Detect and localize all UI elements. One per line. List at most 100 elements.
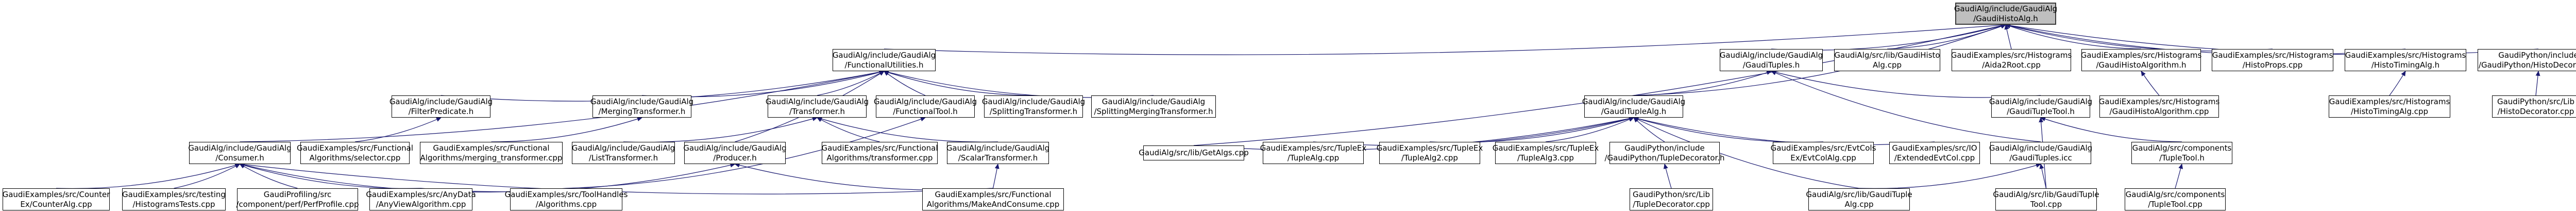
node-label-line: /Consumer.h <box>215 153 264 163</box>
node-label-line: GaudiAlg/src/components <box>2132 143 2232 153</box>
graph-node-producer-h[interactable]: GaudiAlg/include/GaudiAlg/Producer.h <box>683 142 787 164</box>
include-edge-gauditupletool-cpp-to-gaudituples-icc <box>2039 164 2047 189</box>
node-label-line: GaudiExamples/src/TupleEx <box>1492 143 1599 153</box>
node-label-line: GaudiAlg/include/GaudiAlg <box>1989 143 2093 153</box>
graph-node-splittingmergingtransformer-h[interactable]: GaudiAlg/include/GaudiAlg/SplittingMergi… <box>1091 95 1216 118</box>
include-edge-splittingmergingtransformer-h-to-functional-utilities-h <box>884 70 1154 98</box>
graph-node-gaudituplealg-h[interactable]: GaudiAlg/include/GaudiAlg/GaudiTupleAlg.… <box>1582 95 1686 118</box>
node-label-line: /TupleAlg3.cpp <box>1517 153 1574 163</box>
graph-node-toolhandles-algorithms-cpp[interactable]: GaudiExamples/src/ToolHandles/Algorithms… <box>505 188 628 210</box>
include-edge-tupletool-h-to-gauditupletool-h <box>2040 117 2182 142</box>
graph-node-scalartransformer-h[interactable]: GaudiAlg/include/GaudiAlg/ScalarTransfor… <box>946 142 1049 164</box>
graph-node-consumer-h[interactable]: GaudiAlg/include/GaudiAlg/Consumer.h <box>188 142 292 164</box>
node-label-line: GaudiAlg/include/GaudiAlg <box>1582 96 1686 106</box>
node-label-line: /Algorithms.cpp <box>535 199 597 209</box>
node-label-line: GaudiExamples/src/IO <box>1892 143 1977 153</box>
graph-node-perfprofile-cpp[interactable]: GaudiProfiling/src/component/perf/PerfPr… <box>236 188 359 210</box>
graph-node-listtransformer-h[interactable]: GaudiAlg/include/GaudiAlg/ListTransforme… <box>572 142 675 164</box>
graph-node-anyviewalgorithm-cpp[interactable]: GaudiExamples/src/AnyData/AnyViewAlgorit… <box>366 188 476 210</box>
node-label-line: /GaudiTuples.h <box>1742 60 1800 70</box>
node-label-line: GaudiExamples/src/Functional <box>935 189 1052 199</box>
graph-node-gauditupletool-h[interactable]: GaudiAlg/include/GaudiAlg/GaudiTupleTool… <box>1989 95 2092 118</box>
graph-node-mergingtransformer-h[interactable]: GaudiAlg/include/GaudiAlg/MergingTransfo… <box>590 95 693 118</box>
node-label-line: /AnyViewAlgorithm.cpp <box>376 199 466 209</box>
node-label-line: GaudiPython/src/Lib <box>1632 189 1710 199</box>
node-label-line: GaudiExamples/src/Histograms <box>2329 96 2450 106</box>
graph-node-tuplealg2-cpp[interactable]: GaudiExamples/src/TupleEx/TupleAlg2.cpp <box>1376 142 1483 164</box>
include-edge-tuplealg-cpp-to-gaudituplealg-h <box>1313 116 1634 146</box>
node-label-line: GaudiAlg/include/GaudiAlg <box>571 143 675 153</box>
graph-node-histotimingalg-h[interactable]: GaudiExamples/src/Histograms/HistoTiming… <box>2345 49 2466 71</box>
graph-node-gaudihistoalgorithm-cpp[interactable]: GaudiExamples/src/Histograms/GaudiHistoA… <box>2099 95 2219 118</box>
graph-node-functional-utilities-h[interactable]: GaudiAlg/include/GaudiAlg/FunctionalUtil… <box>833 49 936 71</box>
node-label-line: /GaudiPython/TupleDecorator.h <box>1604 153 1725 163</box>
graph-node-tupletool-cpp[interactable]: GaudiAlg/src/components/TupleTool.cpp <box>2125 188 2226 210</box>
node-label-line: /HistoProps.cpp <box>2242 60 2303 70</box>
include-edge-gaudihistoalgorithm-h-to-root <box>2005 24 2142 50</box>
graph-node-histodecorator-h[interactable]: GaudiPython/include/GaudiPython/HistoDec… <box>2478 49 2576 71</box>
include-edge-perfprofile-cpp-to-consumer-h <box>239 164 298 189</box>
graph-node-gaudituples-h[interactable]: GaudiAlg/include/GaudiAlg/GaudiTuples.h <box>1720 49 1823 71</box>
graph-node-tupledecorator-cpp[interactable]: GaudiPython/src/Lib/TupleDecorator.cpp <box>1630 188 1713 210</box>
graph-node-root[interactable]: GaudiAlg/include/GaudiAlg/GaudiHistoAlg.… <box>1954 3 2057 25</box>
node-label-line: /GaudiTuples.icc <box>2009 153 2072 163</box>
graph-node-getalgs-cpp[interactable]: GaudiAlg/src/lib/GetAlgs.cpp <box>1139 145 1249 160</box>
node-label-line: GaudiExamples/src/testing <box>122 189 226 199</box>
graph-node-histoprops-cpp[interactable]: GaudiExamples/src/Histograms/HistoProps.… <box>2212 49 2333 71</box>
graph-node-extendedevtcol-cpp[interactable]: GaudiExamples/src/IO/ExtendedEvtCol.cpp <box>1889 142 1980 164</box>
node-label-line: /TupleAlg.cpp <box>1287 153 1340 163</box>
node-label-line: /GaudiHistoAlg.h <box>1973 13 2038 23</box>
node-label-line: GaudiExamples/src/TupleEx <box>1260 143 1367 153</box>
node-label-line: GaudiExamples/src/Functional <box>433 143 550 153</box>
node-label-line: /component/perf/PerfProfile.cpp <box>236 199 359 209</box>
graph-node-tupledecorator-h[interactable]: GaudiPython/include/GaudiPython/TupleDec… <box>1604 142 1725 164</box>
include-edge-gaudituplealg-h-to-gaudituples-h <box>1633 70 1772 96</box>
graph-node-tupletool-h[interactable]: GaudiAlg/src/components/TupleTool.h <box>2131 142 2232 164</box>
node-label-line: GaudiExamples/src/Histograms <box>2098 96 2220 106</box>
node-label-line: GaudiExamples/src/Functional <box>296 143 414 153</box>
node-label-line: GaudiExamples/src/TupleEx <box>1376 143 1483 153</box>
graph-node-splittingtransformer-h[interactable]: GaudiAlg/include/GaudiAlg/SplittingTrans… <box>982 95 1085 118</box>
graph-node-aida2root-cpp[interactable]: GaudiExamples/src/Histograms/Aida2Root.c… <box>1951 49 2072 71</box>
graph-node-filterpredicate-h[interactable]: GaudiAlg/include/GaudiAlg/FilterPredicat… <box>389 95 493 118</box>
include-edge-splittingtransformer-h-to-functional-utilities-h <box>884 70 1034 96</box>
node-label-line: GaudiExamples/src/Counter <box>2 189 110 199</box>
node-label-line: /HistoDecorator.cpp <box>2497 106 2574 116</box>
node-label-line: GaudiPython/src/Lib <box>2497 96 2575 106</box>
include-edge-transformer-h-to-functional-utilities-h <box>817 71 885 96</box>
node-label-line: /HistoTimingAlg.h <box>2371 60 2440 70</box>
include-edge-functionaltool-h-to-functional-utilities-h <box>884 71 926 96</box>
include-edge-gaudituplealg-cpp-to-gaudituples-icc <box>1859 163 2041 189</box>
node-label-line: GaudiExamples/src/Histograms <box>1951 50 2072 60</box>
graph-node-histodecorator-cpp[interactable]: GaudiPython/src/Lib/HistoDecorator.cpp <box>2492 95 2576 118</box>
include-edge-gaudituples-h-to-root <box>1771 23 2006 51</box>
include-edge-aida2root-cpp-to-root <box>2004 24 2012 50</box>
node-label-line: GaudiExamples/src/Histograms <box>2212 50 2333 60</box>
graph-node-gaudihistoalgorithm-h[interactable]: GaudiExamples/src/Histograms/GaudiHistoA… <box>2081 49 2201 71</box>
node-label-line: /Transformer.h <box>789 106 845 116</box>
include-edge-listtransformer-h-to-transformer-h <box>623 117 818 143</box>
graph-node-functionaltool-h[interactable]: GaudiAlg/include/GaudiAlg/FunctionalTool… <box>874 95 977 118</box>
node-label-line: /TupleDecorator.cpp <box>1633 199 1710 209</box>
graph-node-tuplealg-cpp[interactable]: GaudiExamples/src/TupleEx/TupleAlg.cpp <box>1260 142 1367 164</box>
graph-node-gaudituples-icc[interactable]: GaudiAlg/include/GaudiAlg/GaudiTuples.ic… <box>1989 142 2093 164</box>
graph-node-transformer-h[interactable]: GaudiAlg/include/GaudiAlg/Transformer.h <box>766 95 869 118</box>
graph-node-histogramstests-cpp[interactable]: GaudiExamples/src/testing/HistogramsTest… <box>122 188 226 210</box>
node-label-line: GaudiPython/include <box>2498 50 2576 60</box>
node-label-line: GaudiAlg/src/lib/GaudiTuple <box>1993 189 2099 199</box>
node-label-line: Ex/CounterAlg.cpp <box>20 199 92 209</box>
node-label-line: Algorithms/merging_transformer.cpp <box>420 153 563 163</box>
include-edge-counteralg-cpp-to-consumer-h <box>56 163 241 189</box>
node-label-line: /GaudiHistoAlgorithm.cpp <box>2109 106 2209 116</box>
graph-node-tuplealg3-cpp[interactable]: GaudiExamples/src/TupleEx/TupleAlg3.cpp <box>1492 142 1599 164</box>
graph-node-histotimingalg-cpp[interactable]: GaudiExamples/src/Histograms/HistoTiming… <box>2329 95 2450 118</box>
